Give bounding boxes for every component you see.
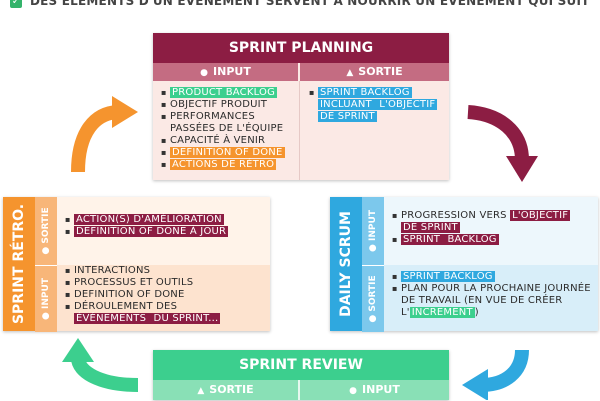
bulb-icon: ● [200, 68, 209, 78]
list-item: PRODUCT BACKLOG [161, 87, 299, 99]
list-item: DEFINITION OF DONE [161, 147, 299, 159]
planning-input-list: PRODUCT BACKLOGOBJECTIF PRODUITPERFORMAN… [161, 87, 299, 171]
retro-output-improvement: ACTION(S) D'AMÉLIORATION [74, 214, 224, 225]
review-input-label: INPUT [362, 383, 400, 396]
list-item: SPRINT BACKLOG [392, 234, 596, 246]
arrow-retro-to-planning [71, 96, 138, 173]
list-item: PROGRESSION VERS L'OBJECTIF DE SPRINT [392, 210, 596, 234]
daily-output-label: ● SORTIE [368, 275, 378, 323]
retro-output-body: ACTION(S) D'AMÉLIORATION DEFINITION OF D… [57, 197, 270, 265]
daily-input-objective: L'OBJECTIF [510, 210, 571, 221]
planning-divider [299, 81, 300, 180]
planning-output-label: SORTIE [358, 65, 403, 78]
daily-output-sprint-backlog: SPRINT BACKLOG [401, 271, 495, 282]
list-item: ACTIONS DE RÉTRO [161, 159, 299, 171]
daily-input-label: ● INPUT [368, 210, 378, 252]
retro-input-label: ● INPUT [41, 278, 51, 320]
bell-icon: ▲ [346, 68, 354, 78]
list-item: ACTION(S) D'AMÉLIORATION [65, 214, 265, 226]
planning-input-item: PERFORMANCES PASSÉES DE L'ÉQUIPE [170, 111, 284, 134]
daily-input-body: PROGRESSION VERS L'OBJECTIF DE SPRINT SP… [384, 197, 598, 265]
daily-input-side: ● INPUT [362, 197, 384, 265]
daily-output-increment: INCREMENT [409, 307, 475, 318]
daily-output-body: SPRINT BACKLOG PLAN POUR LA PROCHAINE JO… [384, 265, 598, 331]
daily-output-list: SPRINT BACKLOG PLAN POUR LA PROCHAINE JO… [392, 271, 596, 319]
daily-scrum-title-bar: DAILY SCRUM [330, 197, 362, 331]
arrow-review-to-retro [62, 338, 139, 392]
review-output-header: ▲ SORTIE [153, 380, 298, 400]
planning-output-including: INCLUANT [318, 99, 378, 110]
planning-output-list: SPRINT BACKLOG INCLUANT L'OBJECTIF DE SP… [309, 87, 445, 123]
list-item: SPRINT BACKLOG INCLUANT L'OBJECTIF DE SP… [309, 87, 445, 123]
planning-input-label: INPUT [213, 65, 251, 78]
review-input-header: ● INPUT [300, 380, 449, 400]
list-item: INTERACTIONS [65, 265, 265, 277]
daily-input-progress: PROGRESSION VERS [401, 210, 511, 221]
list-item: DEFINITION OF DONE [65, 289, 265, 301]
daily-output-side: ● SORTIE [362, 265, 384, 332]
daily-output-plan: PLAN POUR LA PROCHAINE JOURNÉE DE TRAVAI… [401, 283, 591, 318]
retro-input-side: ● INPUT [35, 265, 57, 332]
sprint-review-card: SPRINT REVIEW ▲ SORTIE ● INPUT [153, 350, 449, 400]
review-output-label: SORTIE [209, 383, 254, 396]
list-item: CAPACITÉ À VENIR [161, 135, 299, 147]
bulb-icon: ● [349, 386, 358, 396]
planning-input-item: OBJECTIF PRODUIT [170, 99, 268, 110]
planning-input-item: CAPACITÉ À VENIR [170, 135, 266, 146]
list-item: PERFORMANCES PASSÉES DE L'ÉQUIPE [161, 111, 299, 135]
sprint-retro-title-bar: SPRINT RÉTRO. [3, 197, 35, 331]
retro-input-process: DÉROULEMENT DES [74, 301, 178, 312]
arrow-planning-to-daily [467, 105, 538, 182]
retro-input-body: INTERACTIONS PROCESSUS ET OUTILS DEFINIT… [57, 265, 270, 331]
planning-output-header: ▲ SORTIE [300, 63, 449, 81]
planning-input-item: DEFINITION OF DONE [170, 147, 285, 158]
retro-input-events: ÉVÉNEMENTS [74, 313, 149, 324]
retro-input-list: INTERACTIONS PROCESSUS ET OUTILS DEFINIT… [65, 265, 265, 325]
list-item: DÉROULEMENT DES ÉVÉNEMENTS DU SPRINT... [65, 301, 265, 325]
list-item: OBJECTIF PRODUIT [161, 99, 299, 111]
daily-input-list: PROGRESSION VERS L'OBJECTIF DE SPRINT SP… [392, 210, 596, 246]
checkmark-icon: ✓ [10, 0, 22, 8]
retro-output-list: ACTION(S) D'AMÉLIORATION DEFINITION OF D… [65, 214, 265, 238]
planning-output-of-sprint: DE SPRINT [318, 111, 377, 122]
list-item: PLAN POUR LA PROCHAINE JOURNÉE DE TRAVAI… [392, 283, 596, 319]
planning-input-item: ACTIONS DE RÉTRO [170, 159, 277, 170]
sprint-planning-title: SPRINT PLANNING [153, 33, 449, 63]
list-item: SPRINT BACKLOG [392, 271, 596, 283]
list-item: PROCESSUS ET OUTILS [65, 277, 265, 289]
list-item: DEFINITION OF DONE À JOUR [65, 226, 265, 238]
planning-output-sprint-backlog: SPRINT BACKLOG [318, 87, 412, 98]
daily-input-of-sprint: DE SPRINT [401, 222, 460, 233]
headline: ✓ DES ÉLÉMENTS D'UN ÉVÉNEMENT SERVENT À N… [10, 0, 600, 14]
daily-output-paren: ) [474, 307, 479, 318]
daily-scrum-title: DAILY SCRUM [338, 211, 354, 317]
daily-scrum-card: DAILY SCRUM ● INPUT ● SORTIE PROGRESSION… [330, 197, 598, 332]
planning-input-header: ● INPUT [153, 63, 298, 81]
bell-icon: ▲ [197, 386, 205, 396]
sprint-planning-card: SPRINT PLANNING ● INPUT ▲ SORTIE PRODUCT B… [153, 33, 449, 180]
daily-input-backlog: BACKLOG [445, 234, 499, 245]
planning-output-objective: L'OBJECTIF [377, 99, 438, 110]
retro-output-label: ● SORTIE [41, 207, 51, 255]
sprint-review-title: SPRINT REVIEW [153, 350, 449, 380]
retro-input-sprint: DU SPRINT... [148, 313, 221, 324]
daily-input-sprint: SPRINT [401, 234, 446, 245]
planning-input-item: PRODUCT BACKLOG [170, 87, 278, 98]
arrow-daily-to-review [462, 349, 529, 400]
sprint-retro-title: SPRINT RÉTRO. [11, 203, 27, 325]
sprint-retro-card: SPRINT RÉTRO. ● SORTIE ● INPUT ACTION(S)… [3, 197, 270, 332]
headline-text: DES ÉLÉMENTS D'UN ÉVÉNEMENT SERVENT À NO… [30, 0, 590, 8]
retro-output-dod: DEFINITION OF DONE À JOUR [74, 226, 229, 237]
retro-output-side: ● SORTIE [35, 197, 57, 265]
